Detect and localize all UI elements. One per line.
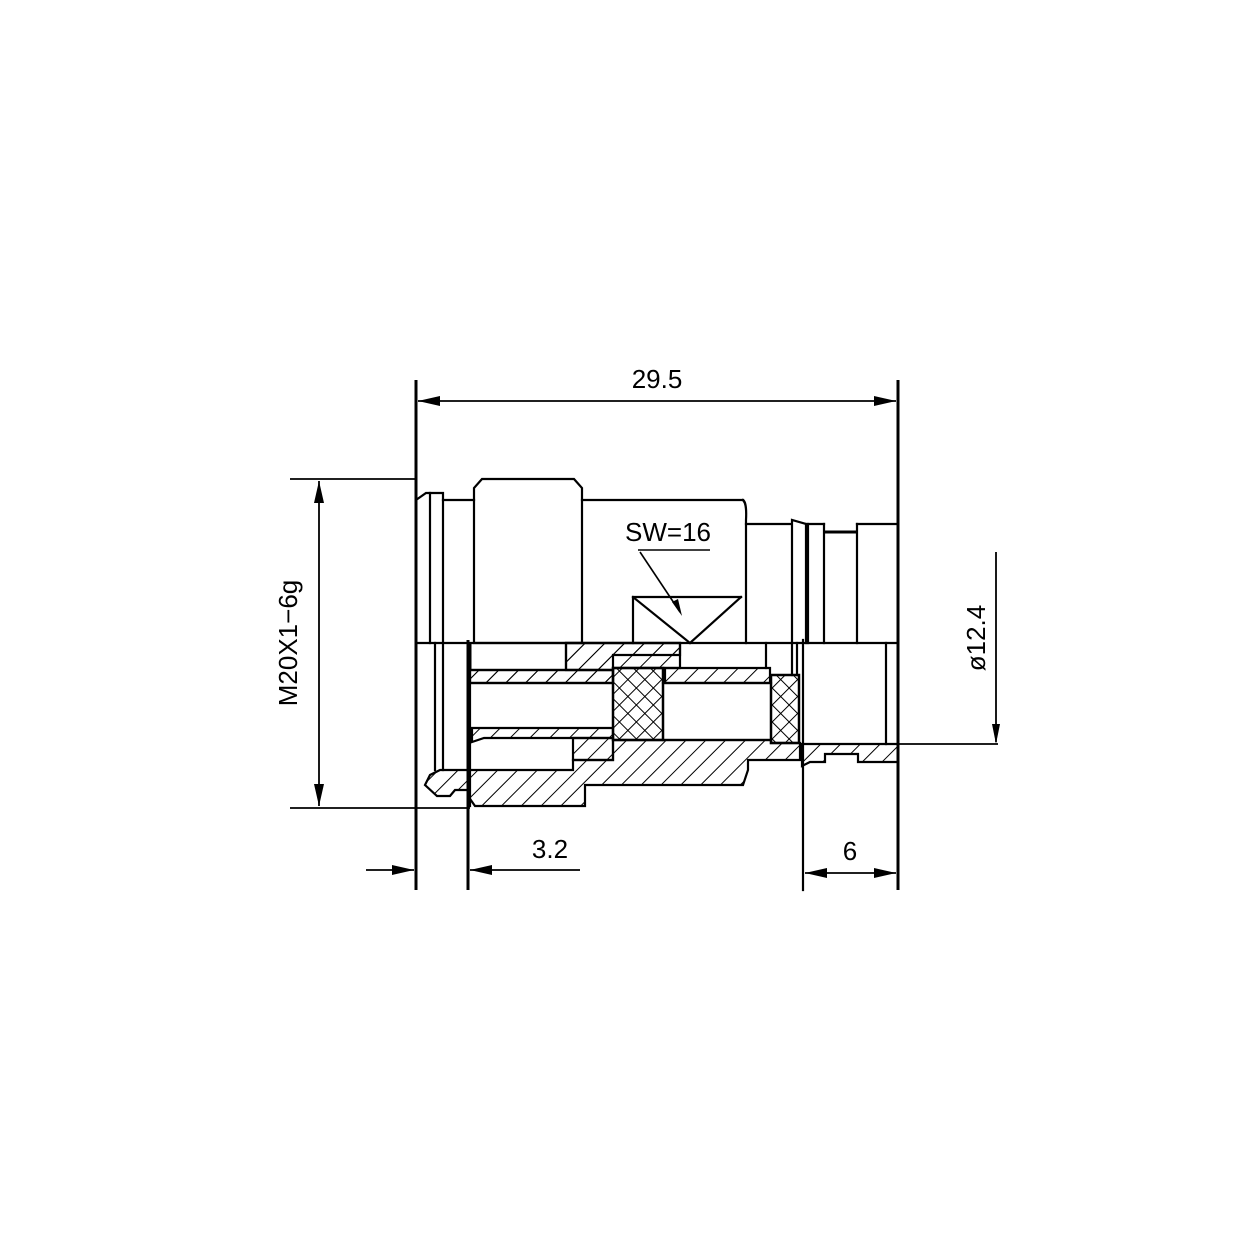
dimension-overall-length: 29.5 [414, 364, 900, 890]
hex-nut [472, 477, 584, 645]
upper-rear-wall [663, 666, 772, 685]
part-outer-view: SW=16 [414, 477, 900, 645]
dimension-end-length: 6 [801, 638, 896, 892]
upper-thin-wall [468, 668, 615, 685]
dimension-thread: M20X1−6g [273, 478, 470, 809]
thread-label: M20X1−6g [273, 580, 303, 706]
front-rim [414, 491, 445, 645]
arrow-up-icon [314, 481, 324, 503]
main-body-section [423, 738, 802, 808]
wrench-size-label: SW=16 [625, 517, 711, 547]
body-taper [741, 498, 748, 645]
end-length-label: 6 [843, 836, 857, 866]
seal-rear [769, 673, 801, 745]
seal-front [611, 666, 665, 742]
overall-length-label: 29.5 [632, 364, 683, 394]
part-section-view [423, 641, 900, 808]
dimension-flange-offset: 3.2 [366, 640, 580, 890]
wrench-flat [631, 595, 743, 645]
arrow-left-icon [805, 868, 827, 878]
leader-arrow-icon [672, 599, 682, 616]
flat-diagonal-right [688, 595, 743, 645]
end-cap-section [800, 742, 900, 768]
diameter-label: ø12.4 [961, 605, 991, 672]
inner-step [571, 736, 615, 762]
arrow-left-icon [470, 865, 492, 875]
upper-collar [564, 641, 682, 672]
inner-tube-wall [470, 726, 615, 744]
flat-diagonal-left [631, 595, 692, 645]
arrow-right-icon [392, 865, 414, 875]
arrow-right-icon [874, 868, 896, 878]
arrow-right-icon [874, 396, 896, 406]
sleeve-ring [790, 518, 808, 645]
arrow-down-icon [992, 724, 1000, 744]
dimension-diameter: ø12.4 [898, 552, 1000, 745]
arrow-down-icon [314, 784, 324, 806]
flange-offset-label: 3.2 [532, 834, 568, 864]
arrow-left-icon [418, 396, 440, 406]
